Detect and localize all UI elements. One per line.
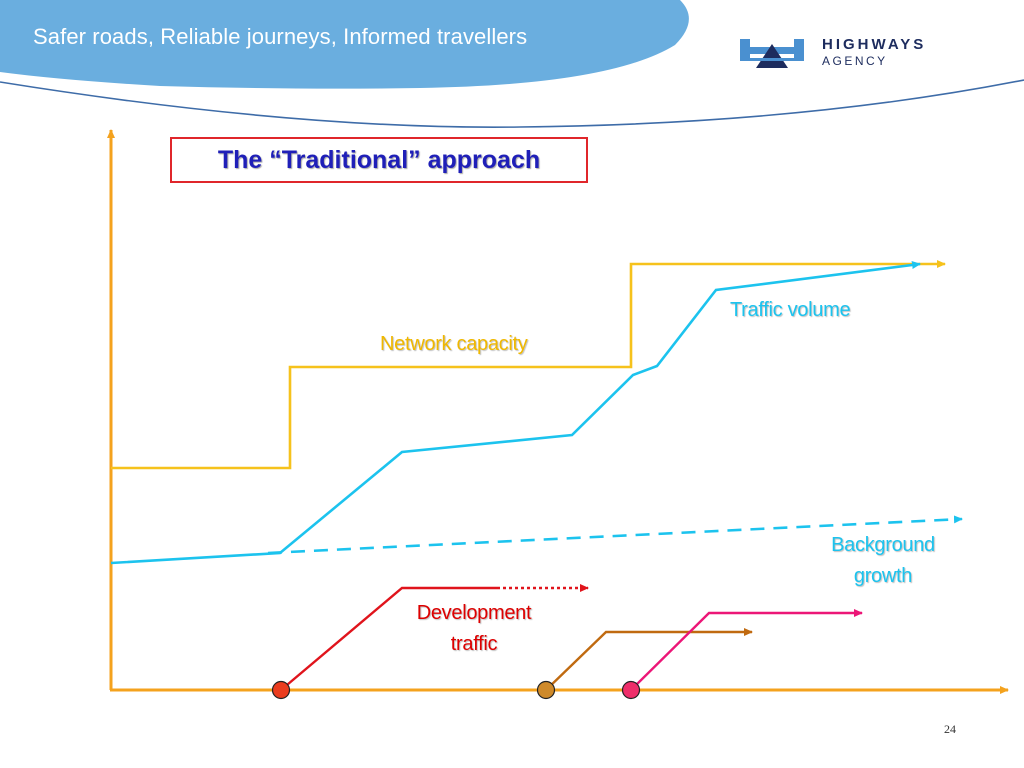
development-traffic-label: Development traffic [398,598,550,660]
header-band [0,0,1024,128]
development-2-line [545,628,753,691]
background-growth-label: Background growth [812,530,954,592]
development-start-marker-pink [621,680,641,700]
network-capacity-label: Network capacity [380,333,528,355]
development-3-line [630,609,863,691]
highways-agency-logo: HIGHWAYS AGENCY [738,34,978,74]
logo-word-highways: HIGHWAYS [822,36,927,53]
development-traffic-label-line2: traffic [450,633,498,655]
development-traffic-line [280,586,497,691]
header-swoosh-line [0,79,1024,128]
traffic-volume-line [110,261,921,565]
development-start-marker-brown [536,680,556,700]
slide-title-box: The “Traditional” approach [170,137,588,183]
background-growth-line [267,515,963,555]
background-growth-label-line2: growth [853,565,913,587]
highways-agency-logo-icon [740,39,804,68]
header-blue-shape [0,0,689,89]
header-tagline: Safer roads, Reliable journeys, Informed… [33,24,528,49]
background-growth-label-line1: Background [831,534,935,556]
page-number: 24 [944,722,956,736]
slide-title: The “Traditional” approach [217,145,541,174]
traffic-volume-label: Traffic volume [730,299,851,321]
logo-word-agency: AGENCY [822,54,888,68]
development-start-marker-red [271,680,291,700]
development-traffic-label-line1: Development [416,602,532,624]
network-capacity-line [111,260,946,470]
